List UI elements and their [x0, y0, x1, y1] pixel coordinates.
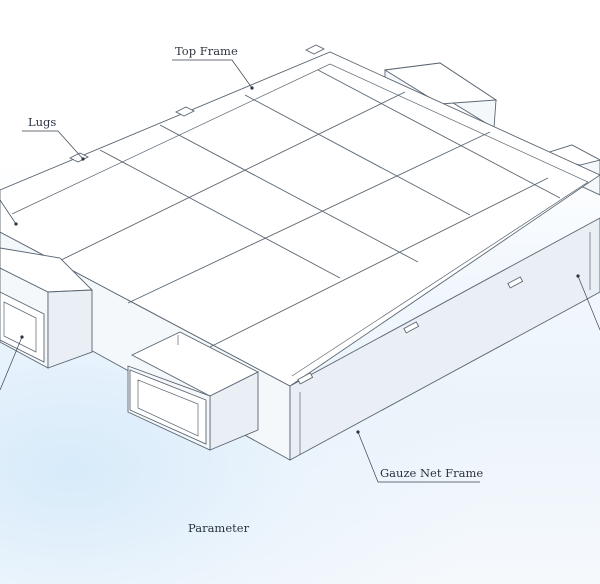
- frame-clip-3: [507, 276, 524, 289]
- leader-lugs: [22, 130, 85, 161]
- leader-outlet: [0, 335, 24, 391]
- outlet-duct-front: [127, 331, 259, 451]
- leader-left-edge: [0, 199, 18, 226]
- label-parameter: Parameter: [188, 521, 250, 535]
- lug-left: [68, 152, 90, 163]
- leader-gauze-net-frame: [356, 430, 480, 483]
- label-lugs: Lugs: [28, 115, 56, 129]
- leader-top-frame: [172, 59, 254, 90]
- leader-right-side: [576, 274, 600, 331]
- top-frame-panel-grid: [11, 63, 589, 377]
- lug-top: [304, 44, 326, 55]
- lug-middle: [174, 106, 196, 117]
- frame-clip-2: [403, 321, 420, 334]
- frame-clip-1: [297, 372, 314, 385]
- box-top-face: [0, 51, 600, 387]
- label-gauze-net-frame: Gauze Net Frame: [380, 466, 483, 480]
- box-front-side: [289, 217, 600, 461]
- label-top-frame: Top Frame: [175, 44, 238, 58]
- outlet-duct-left: [0, 247, 94, 369]
